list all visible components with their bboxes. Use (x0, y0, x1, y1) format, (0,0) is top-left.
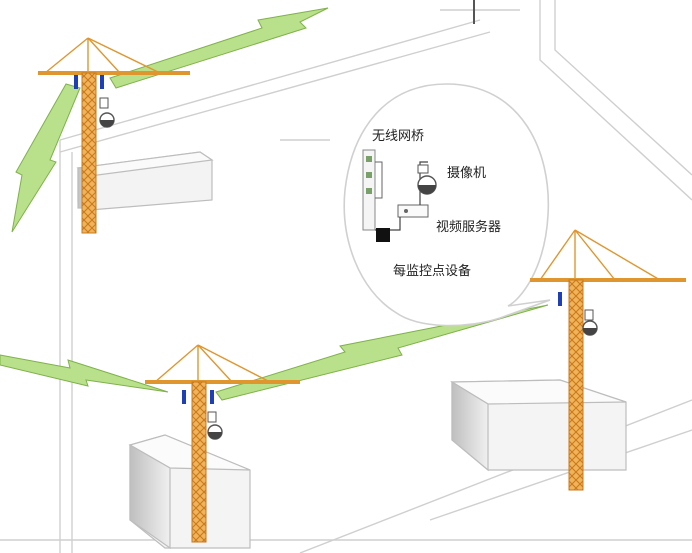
camera-icon (417, 161, 437, 205)
label-camera: 摄像机 (447, 166, 486, 181)
wireless-bridge-icon (74, 75, 78, 89)
label-monitor-point-equipment: 每监控点设备 (393, 263, 471, 279)
callout-bubble (343, 83, 551, 327)
wireless-bridge-icon (362, 149, 383, 231)
wireless-bridge-icon (182, 390, 186, 404)
label-wireless-bridge: 无线网桥 (372, 129, 424, 144)
building-right (449, 379, 627, 472)
wireless-bridge-icon (210, 390, 214, 404)
video-server-icon (375, 204, 429, 242)
building-top-left (76, 151, 214, 211)
wireless-bridge-icon (558, 292, 562, 306)
crane-icon (145, 344, 300, 543)
label-video-server: 视频服务器 (436, 219, 501, 235)
crane-icon (530, 229, 686, 491)
crane-icon (38, 37, 190, 234)
wireless-bridge-icon (100, 75, 104, 89)
building-bottom-left (128, 434, 251, 550)
wireless-link-icon (0, 7, 549, 401)
